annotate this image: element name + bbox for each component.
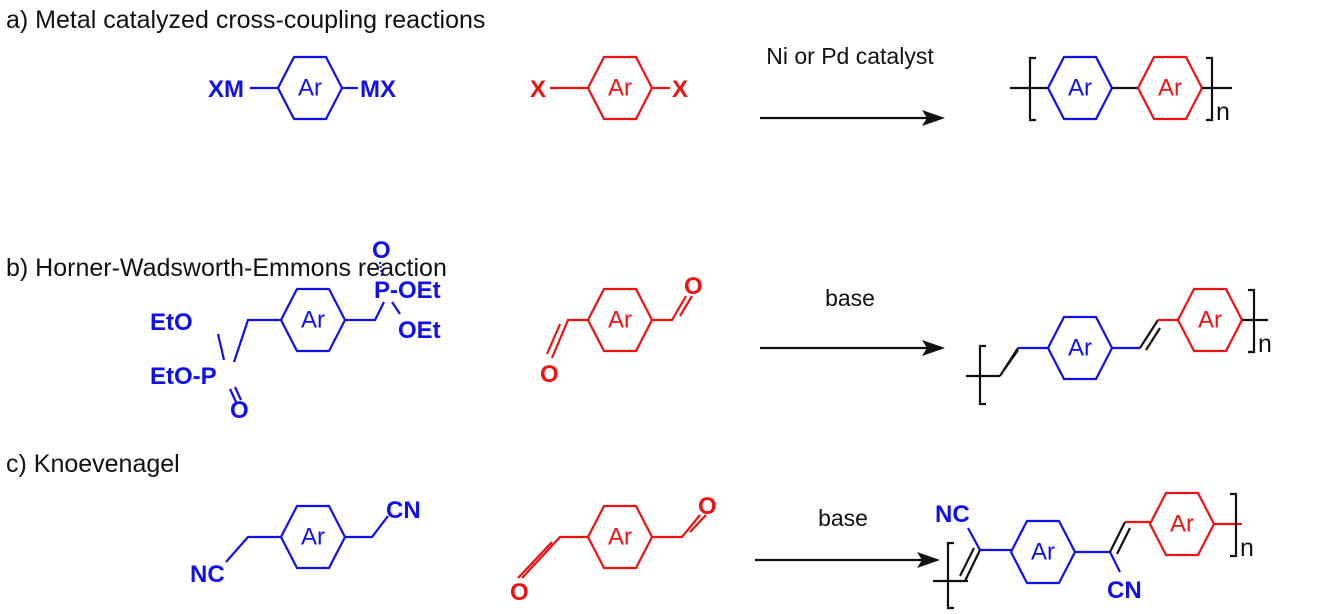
aldehyde-o: O <box>510 579 529 606</box>
ar-label: Ar <box>298 75 322 102</box>
cn-group: CN <box>1107 577 1142 604</box>
section-c-monomer-1: NC Ar CN <box>190 497 421 588</box>
aldehyde-o: O <box>698 493 717 520</box>
ar-ring: Ar <box>279 504 347 570</box>
section-c-polymer: NC Ar CN Ar n <box>933 491 1254 610</box>
hexagon-ring-outline <box>1176 287 1244 353</box>
oet-group: OEt <box>398 317 441 344</box>
ar-ring: Ar <box>1148 491 1216 557</box>
ar-label: Ar <box>608 524 632 551</box>
ar-label: Ar <box>1068 75 1092 102</box>
ar-label: Ar <box>1198 307 1222 334</box>
aldehyde-o: O <box>684 273 703 300</box>
ar-ring: Ar <box>276 55 344 121</box>
hexagon-ring-outline <box>1046 55 1114 121</box>
ar-label: Ar <box>608 75 632 102</box>
ar-ring: Ar <box>1176 287 1244 353</box>
section-c-label: c) Knoevenagel <box>6 450 180 478</box>
eto-group: EtO <box>150 309 193 336</box>
section-a-monomer-2: X Ar X <box>530 55 688 121</box>
section-b-polymer: Ar Ar n <box>966 287 1272 406</box>
section-b-monomer-2: O Ar O <box>540 273 703 388</box>
repeat-n: n <box>1240 534 1254 562</box>
section-b-label: b) Horner-Wadsworth-Emmons reaction <box>6 254 447 282</box>
ar-label: Ar <box>1170 511 1194 538</box>
nc-group: NC <box>935 501 970 528</box>
ar-ring: Ar <box>586 504 654 570</box>
ar-ring: Ar <box>586 287 654 353</box>
section-a-monomer-1: XM Ar MX <box>208 55 396 121</box>
ar-ring: Ar <box>1046 55 1114 121</box>
section-b-monomer-1: EtO EtO-P O Ar P-OEt O OEt <box>150 237 441 424</box>
hexagon-ring-outline <box>279 287 347 353</box>
hexagon-ring-outline <box>1136 55 1204 121</box>
p-oet-group: P-OEt <box>374 277 441 304</box>
aldehyde-o: O <box>540 361 559 388</box>
condition-b: base <box>825 285 875 311</box>
reaction-arrow-c <box>755 552 940 568</box>
hexagon-ring-outline <box>276 55 344 121</box>
condition-c: base <box>818 505 868 531</box>
ar-ring: Ar <box>1136 55 1204 121</box>
xm-group: XM <box>208 76 244 103</box>
reaction-arrow-b <box>760 340 945 356</box>
cn-group: CN <box>386 497 421 524</box>
hexagon-ring-outline <box>1009 519 1077 585</box>
section-a-label: a) Metal catalyzed cross-coupling reacti… <box>6 6 485 34</box>
hexagon-ring-outline <box>586 55 654 121</box>
nc-group: NC <box>190 561 225 588</box>
ar-label: Ar <box>301 524 325 551</box>
x-group: X <box>672 76 688 103</box>
x-group: X <box>530 76 546 103</box>
hexagon-ring-outline <box>279 504 347 570</box>
section-a-polymer: Ar Ar n <box>1010 55 1232 126</box>
ar-label: Ar <box>1031 539 1055 566</box>
eto-p-group: EtO-P <box>150 363 217 390</box>
section-c-monomer-2: O Ar O <box>510 493 717 606</box>
condition-a: Ni or Pd catalyst <box>766 43 934 69</box>
o-group: O <box>372 237 391 264</box>
mx-group: MX <box>360 76 396 103</box>
repeat-n: n <box>1216 98 1230 126</box>
ar-ring: Ar <box>586 55 654 121</box>
reaction-arrow-a <box>760 110 945 126</box>
ar-label: Ar <box>608 307 632 334</box>
ar-label: Ar <box>301 307 325 334</box>
repeat-n: n <box>1258 330 1272 358</box>
hexagon-ring-outline <box>586 504 654 570</box>
hexagon-ring-outline <box>586 287 654 353</box>
ar-label: Ar <box>1068 335 1092 362</box>
o-group: O <box>230 397 249 424</box>
ar-ring: Ar <box>1009 519 1077 585</box>
ar-ring: Ar <box>1046 315 1114 381</box>
hexagon-ring-outline <box>1046 315 1114 381</box>
ar-label: Ar <box>1158 75 1182 102</box>
ar-ring: Ar <box>279 287 347 353</box>
hexagon-ring-outline <box>1148 491 1216 557</box>
